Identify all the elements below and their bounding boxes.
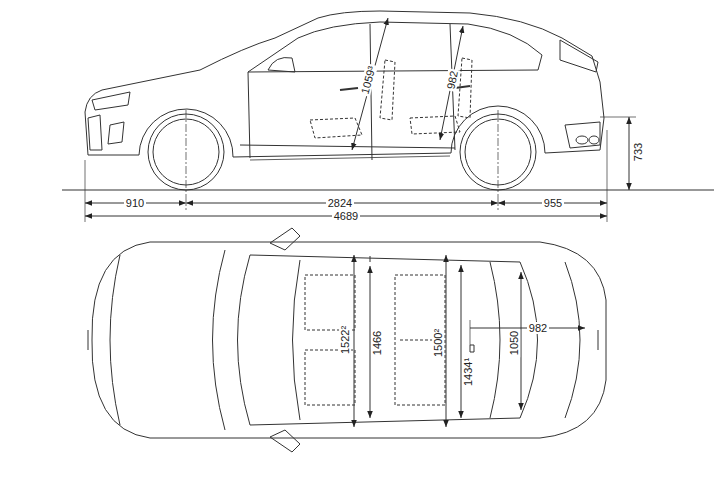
side-view bbox=[62, 11, 714, 222]
taillight bbox=[560, 40, 598, 72]
cabin bbox=[238, 255, 538, 425]
hood-line bbox=[213, 250, 226, 430]
mirror bbox=[268, 58, 295, 73]
seat-outline bbox=[305, 275, 445, 405]
mirror bbox=[270, 430, 300, 452]
top-body-outline bbox=[92, 242, 606, 438]
ground-line bbox=[62, 189, 714, 190]
dimension-label: 1059³ bbox=[358, 63, 378, 97]
dimension-label: 1522² bbox=[339, 324, 351, 356]
mirror bbox=[270, 228, 300, 250]
top-view bbox=[88, 228, 606, 452]
dimension-label: 1466 bbox=[371, 329, 383, 357]
dimension-label: 1050 bbox=[508, 329, 520, 357]
dimension-label: 2824 bbox=[326, 197, 354, 209]
grille bbox=[88, 115, 102, 150]
dimension-label: 4689 bbox=[332, 210, 360, 222]
dimension-label: 910 bbox=[124, 197, 146, 209]
headlight bbox=[92, 92, 130, 110]
rear-diffuser bbox=[565, 122, 600, 148]
dimension-label: 955 bbox=[542, 197, 564, 209]
dimension-label: 982 bbox=[527, 322, 549, 334]
seat-outline bbox=[310, 58, 472, 138]
dimension-label: 1500² bbox=[432, 327, 444, 359]
dimension-label: 1434¹ bbox=[462, 356, 474, 388]
dimension-label: 733 bbox=[632, 141, 644, 163]
rings-badge bbox=[88, 330, 89, 350]
